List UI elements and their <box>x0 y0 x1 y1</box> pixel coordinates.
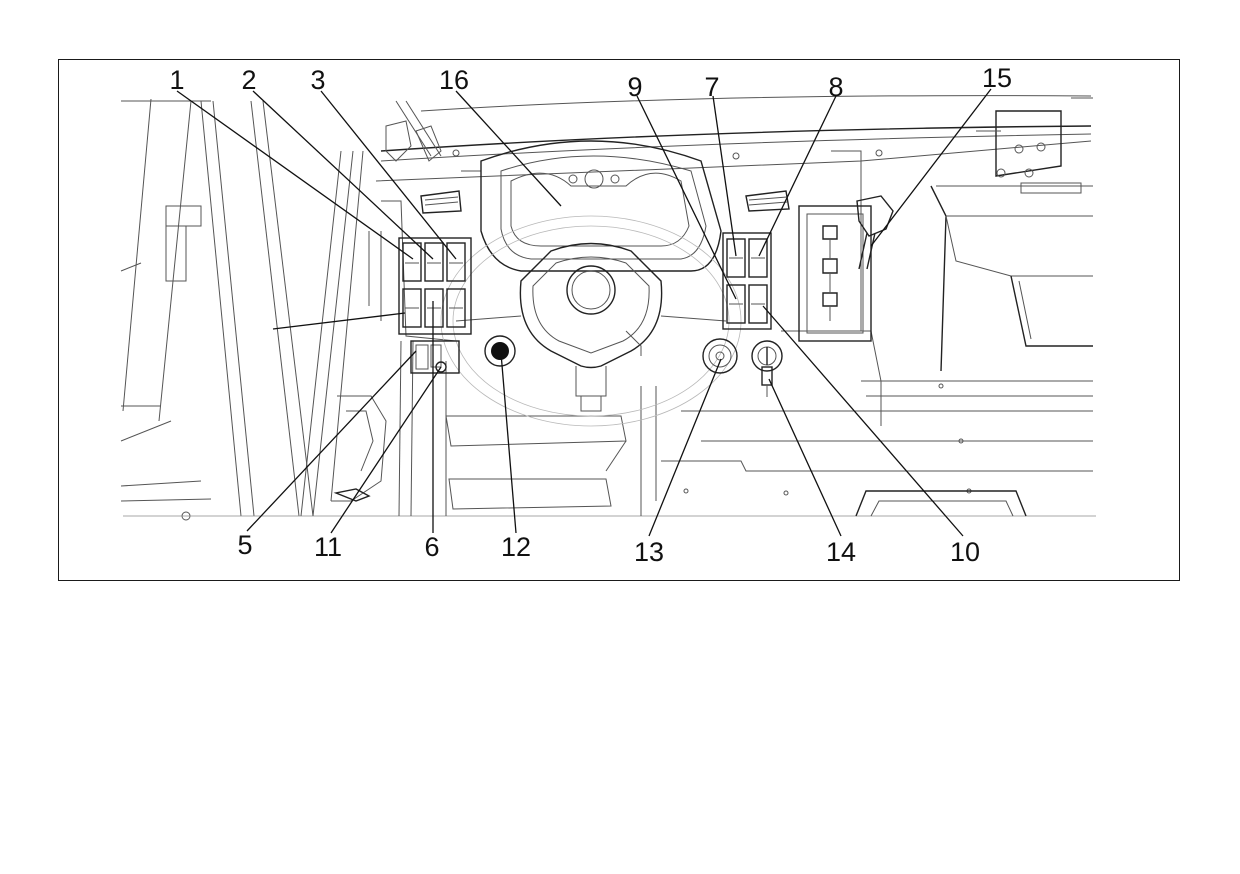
callout-15: 15 <box>982 63 1012 93</box>
leader-lines <box>176 88 992 537</box>
callout-14: 14 <box>826 537 856 567</box>
callout-3: 3 <box>310 65 325 95</box>
left-side-vents <box>420 190 790 214</box>
callout-7: 7 <box>704 72 719 102</box>
callout-11: 11 <box>314 532 342 562</box>
callout-2: 2 <box>241 65 256 95</box>
callout-8: 8 <box>828 72 843 102</box>
callout-6: 6 <box>424 532 439 562</box>
callout-9: 9 <box>627 72 642 102</box>
ignition-key <box>751 340 783 397</box>
callout-1: 1 <box>169 65 184 95</box>
windshield-top-edge <box>380 95 1092 162</box>
lower-panels <box>445 361 627 516</box>
left-door-frame <box>120 98 1096 521</box>
callout-12: 12 <box>501 532 531 562</box>
callout-labels: 1 2 3 16 9 7 8 15 5 11 6 12 13 14 10 <box>169 63 1012 567</box>
callout-13: 13 <box>634 537 664 567</box>
callout-10: 10 <box>950 537 980 567</box>
callout-16: 16 <box>439 65 469 95</box>
callout-5: 5 <box>237 530 252 560</box>
gear-shift-gate <box>798 195 894 342</box>
dashboard-line-drawing: 1 2 3 16 9 7 8 15 5 11 6 12 13 14 10 <box>120 63 1096 567</box>
right-switch-bank <box>722 232 772 330</box>
left-lower-controls <box>410 340 460 374</box>
left-a-pillar <box>300 150 414 517</box>
dashboard-body <box>368 140 1093 516</box>
power-outlet-12v <box>484 335 516 367</box>
floor-vent-right <box>855 490 1027 517</box>
right-dash-storage <box>930 97 1093 372</box>
dashboard-diagram-frame: 1 2 3 16 9 7 8 15 5 11 6 12 13 14 10 <box>58 59 1180 581</box>
left-switch-bank <box>398 237 472 335</box>
steering-wheel <box>440 215 742 427</box>
round-knob <box>702 338 738 374</box>
